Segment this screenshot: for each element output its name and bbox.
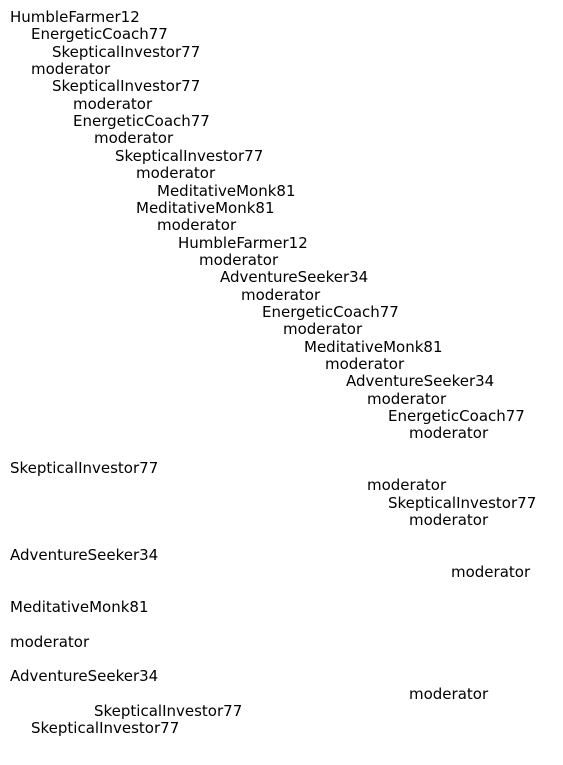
thread-entry-username: moderator <box>367 476 447 495</box>
thread-entry-username: moderator <box>409 511 489 530</box>
thread-entry-username: SkepticalInvestor77 <box>31 719 180 738</box>
thread-entry-username: moderator <box>10 632 90 651</box>
thread-entry-username: SkepticalInvestor77 <box>10 459 159 478</box>
thread-entry-username: MeditativeMonk81 <box>157 181 296 200</box>
thread-entry-username: EnergeticCoach77 <box>262 302 399 321</box>
thread-entry-username: MeditativeMonk81 <box>10 597 149 616</box>
thread-entry-username: AdventureSeeker34 <box>220 268 369 287</box>
thread-entry-username: EnergeticCoach77 <box>31 25 168 44</box>
thread-entry-username: moderator <box>283 320 363 339</box>
thread-entry-username: SkepticalInvestor77 <box>94 702 243 720</box>
thread-entry-username: moderator <box>199 250 279 269</box>
thread-entry-username: SkepticalInvestor77 <box>115 146 264 165</box>
thread-entry-username: moderator <box>241 285 321 304</box>
thread-entry-username: moderator <box>157 216 237 235</box>
thread-entry-username: EnergeticCoach77 <box>73 112 210 131</box>
thread-entry-username: SkepticalInvestor77 <box>52 42 201 61</box>
thread-entry-username: EnergeticCoach77 <box>388 407 525 426</box>
thread-entry-username: AdventureSeeker34 <box>10 667 159 686</box>
thread-entry-username: MeditativeMonk81 <box>304 337 443 356</box>
thread-entry-username: moderator <box>451 563 531 582</box>
thread-entry-username: SkepticalInvestor77 <box>388 493 537 512</box>
thread-entry-username: SkepticalInvestor77 <box>52 77 201 96</box>
thread-entry-username: moderator <box>409 424 489 443</box>
thread-entry-username: moderator <box>94 129 174 148</box>
thread-entry-username: HumbleFarmer12 <box>10 8 140 26</box>
thread-entry-username: AdventureSeeker34 <box>346 372 495 391</box>
thread-entry-username: AdventureSeeker34 <box>10 545 159 564</box>
thread-entry-username: moderator <box>325 355 405 373</box>
thread-entry-username: HumbleFarmer12 <box>178 233 308 252</box>
thread-entry-username: moderator <box>73 94 153 113</box>
thread-entry-username: MeditativeMonk81 <box>136 198 275 217</box>
thread-entry-username: moderator <box>367 389 447 408</box>
thread-entry-username: moderator <box>31 60 111 79</box>
thread-entry-username: moderator <box>136 164 216 183</box>
thread-entry-username: moderator <box>409 684 489 703</box>
